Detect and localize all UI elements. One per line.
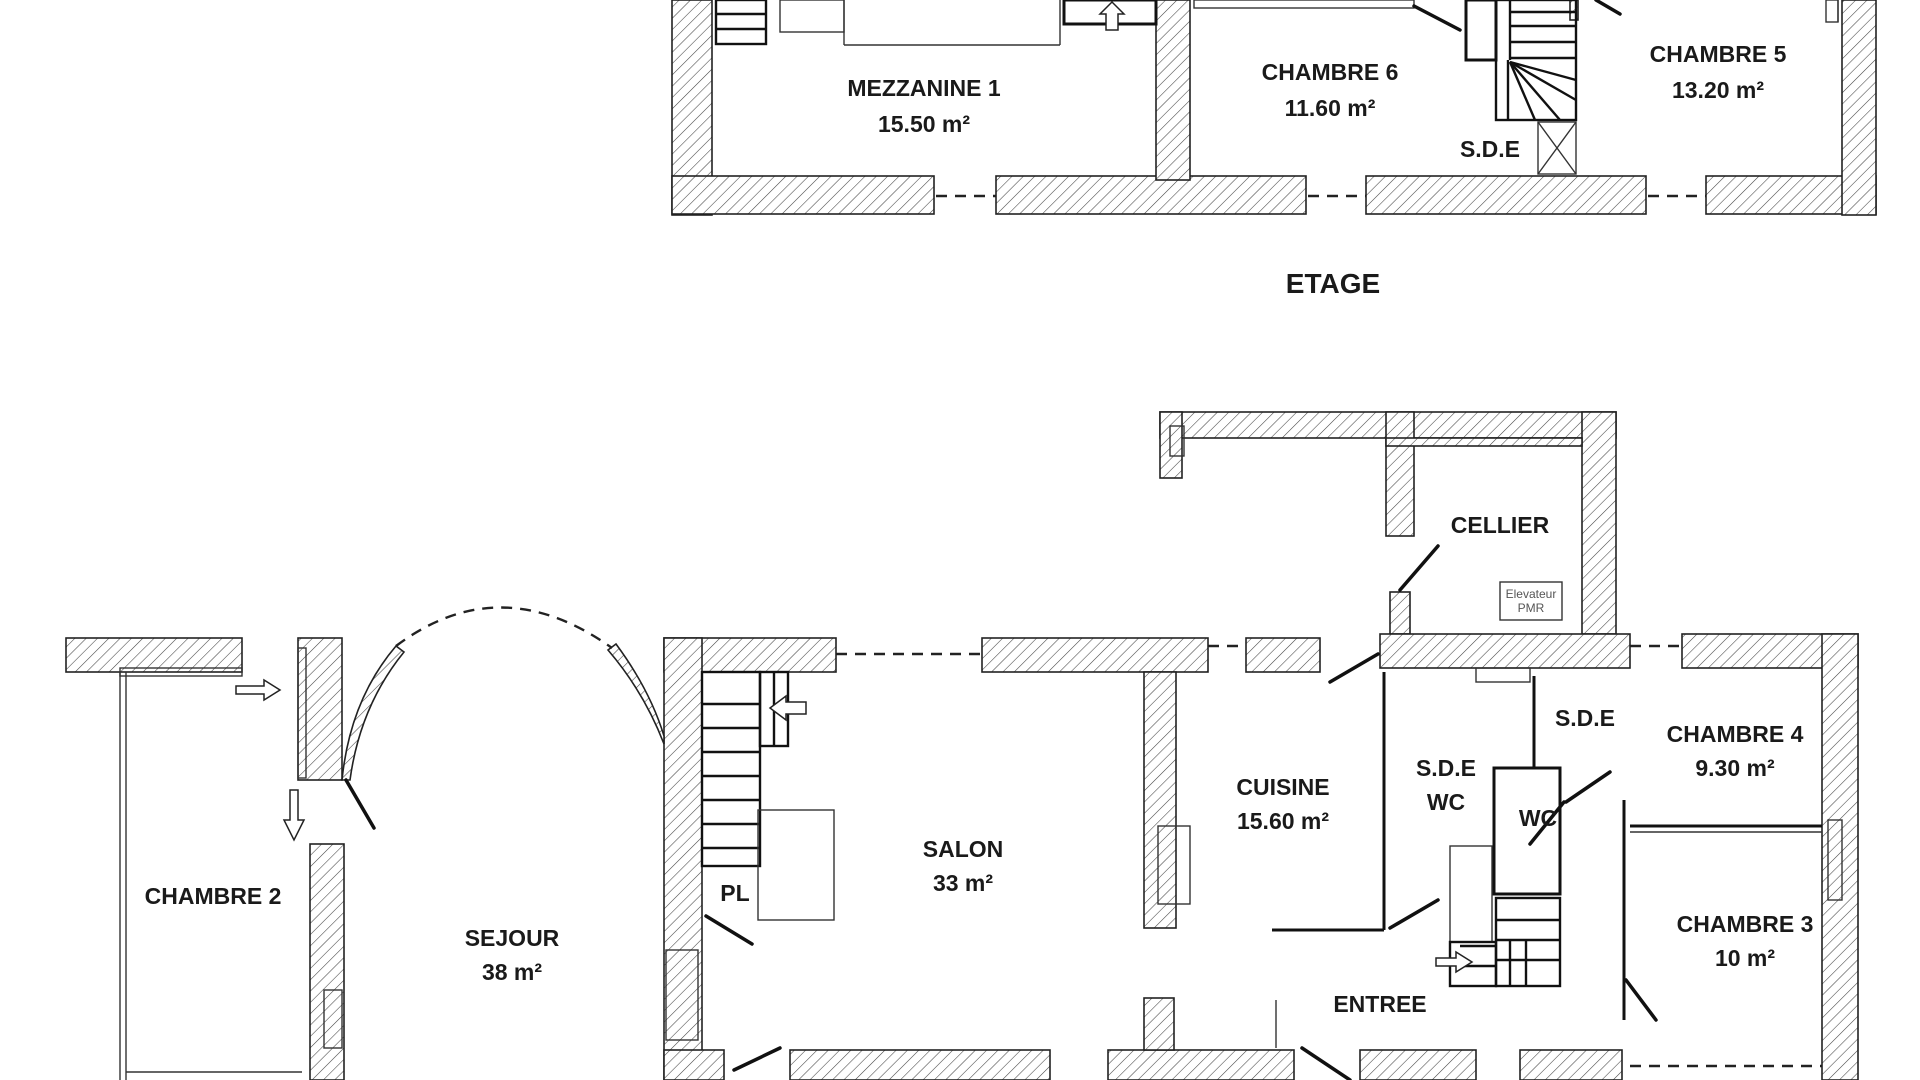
upper-stair-arrow [1098, 0, 1126, 31]
sejour-door [344, 778, 376, 830]
sejour-name: SEJOUR [465, 925, 560, 951]
upper-door-chambre5 [1594, 0, 1622, 16]
salon-top-wall-mid [981, 637, 1209, 673]
wc-name: WC [1519, 805, 1557, 831]
chambre3-right-window [1827, 819, 1843, 901]
salon-left-window [665, 949, 699, 1041]
bottom-post [1143, 997, 1175, 1051]
sejour-right-window [297, 647, 307, 779]
chambre2-arrow-right [235, 678, 282, 702]
sejour-lower-wall [309, 843, 345, 1080]
salon-left-wall [663, 637, 703, 1080]
cellier-door [1398, 544, 1440, 592]
ground-floor-plan: Elevateur PMR [65, 411, 1859, 1080]
sejour-arch-opening [395, 606, 613, 649]
upper-partition-2 [1569, 0, 1579, 21]
sejour-lower-window [323, 989, 343, 1049]
cellier-left-wall [1385, 411, 1415, 537]
chambre5-area: 13.20 m² [1672, 77, 1764, 103]
salon-stair [700, 670, 835, 921]
wc-box [1492, 766, 1562, 896]
sde-shower [1449, 845, 1493, 943]
salon-stair-arrow [768, 694, 807, 722]
upper-wall-bottom-2 [995, 175, 1307, 215]
cellier-right-wall [1581, 411, 1617, 635]
chambre3-name: CHAMBRE 3 [1677, 911, 1814, 937]
salon-bottom-door [732, 1046, 782, 1072]
salon-area: 33 m² [933, 870, 993, 896]
mezzanine1-name: MEZZANINE 1 [847, 75, 1001, 101]
cuisine-island [1157, 825, 1191, 905]
upper-floor-plan: MEZZANINE 1 15.50 m² CHAMBRE 6 11.60 m² … [671, 0, 1877, 216]
chambre2-name: CHAMBRE 2 [145, 883, 282, 909]
cellier-left-low [1389, 591, 1411, 635]
upper-wall-bottom-1 [671, 175, 935, 215]
chambre6-name: CHAMBRE 6 [1262, 59, 1399, 85]
sde-basin [1475, 667, 1531, 683]
bottom-wall-3 [1107, 1049, 1295, 1080]
pl-name: PL [720, 880, 749, 906]
elevator-label-2: PMR [1518, 601, 1545, 615]
upper-chambre6-top [1193, 0, 1415, 9]
cuisine-area: 15.60 m² [1237, 808, 1329, 834]
mezzanine1-area: 15.50 m² [878, 111, 970, 137]
salon-cuisine-partition [1143, 671, 1177, 929]
elevator-label-1: Elevateur [1506, 587, 1557, 601]
chambre3-door [1624, 978, 1658, 1022]
upper-wall-right [1841, 0, 1877, 216]
level-title-etage: ETAGE [1286, 268, 1380, 299]
upper-wall-bottom-3 [1365, 175, 1647, 215]
bottom-wall-5 [1519, 1049, 1623, 1080]
bottom-wall-4 [1359, 1049, 1477, 1080]
entree-name: ENTREE [1333, 991, 1426, 1017]
sejour-left-arch [341, 644, 406, 781]
wc-door [1528, 800, 1566, 846]
cellier-name: CELLIER [1451, 512, 1550, 538]
chambre4-area: 9.30 m² [1695, 755, 1775, 781]
sejour-right-pillar [297, 637, 343, 781]
cellier-top-detail [1169, 425, 1185, 457]
sde-wc-line1: S.D.E [1416, 755, 1476, 781]
cuisine-top-door [1328, 652, 1380, 684]
chambre3-area: 10 m² [1715, 945, 1775, 971]
cellier-top-ext [1159, 411, 1183, 479]
bottom-wall-1 [663, 1049, 725, 1080]
chambre4-name: CHAMBRE 4 [1667, 721, 1804, 747]
elevator-box [1499, 581, 1563, 621]
entree-stair [1448, 896, 1562, 988]
cuisine-name: CUISINE [1236, 774, 1329, 800]
cuisine-top-wall [1245, 637, 1321, 673]
salon-name: SALON [923, 836, 1004, 862]
pl-door [704, 914, 754, 946]
chambre6-area: 11.60 m² [1285, 95, 1376, 121]
main-top-wall-right [1379, 633, 1631, 669]
upper-partition-1 [1155, 0, 1191, 181]
upper-door-chambre6 [1412, 4, 1462, 32]
sejour-right-arch [606, 642, 665, 745]
upper-stair-center [1464, 0, 1578, 175]
sde-upper-name: S.D.E [1460, 136, 1520, 162]
upper-stair-left [714, 0, 1061, 46]
sde-wc-line2: WC [1427, 789, 1465, 815]
chambre2-top-wall [65, 637, 243, 673]
bottom-wall-2 [789, 1049, 1051, 1080]
upper-right-window [1825, 0, 1839, 23]
chambre4-door [1564, 770, 1612, 804]
sdewc-door [1388, 898, 1440, 930]
entree-door [1300, 1046, 1352, 1080]
chambre2-arrow-down [282, 789, 306, 842]
cellier-inner-top [1385, 437, 1583, 447]
chambre5-name: CHAMBRE 5 [1650, 41, 1787, 67]
sejour-area: 38 m² [482, 959, 542, 985]
entree-stair-arrow [1435, 950, 1474, 974]
sde-ground-name: S.D.E [1555, 705, 1615, 731]
